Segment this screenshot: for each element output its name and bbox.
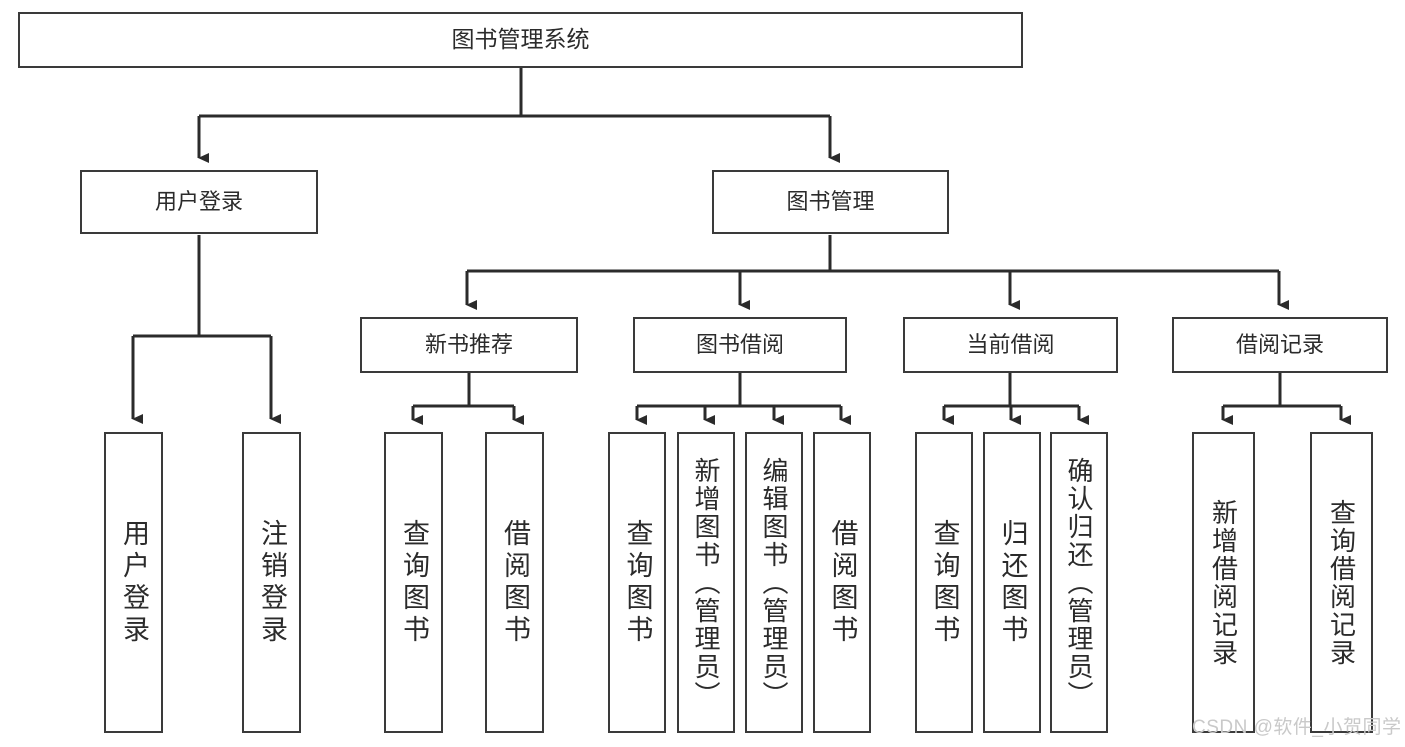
node-user-login[interactable]: 用户登录 <box>80 170 318 234</box>
leaf-borrow-query-book[interactable]: 查询图书 <box>608 432 666 733</box>
leaf-borrow-borrow-book-label: 借阅图书 <box>827 518 858 647</box>
leaf-add-borrow-record[interactable]: 新增借阅记录 <box>1192 432 1255 733</box>
leaf-logout[interactable]: 注销登录 <box>242 432 301 733</box>
leaf-edit-book-admin-label: 编辑图书（管理员） <box>759 456 789 709</box>
leaf-return-book-label: 归还图书 <box>997 518 1028 647</box>
leaf-recommend-query-book-label: 查询图书 <box>399 518 429 647</box>
watermark-text: CSDN @软件_小贺同学 <box>1192 717 1402 738</box>
leaf-confirm-return-admin-label: 确认归还（管理员） <box>1064 456 1094 709</box>
leaf-add-book-admin-label: 新增图书（管理员） <box>691 456 721 709</box>
leaf-return-book[interactable]: 归还图书 <box>983 432 1041 733</box>
node-book-borrow-label: 图书借阅 <box>695 332 784 358</box>
leaf-recommend-borrow-book-label: 借阅图书 <box>500 518 530 647</box>
node-borrow-record[interactable]: 借阅记录 <box>1172 317 1388 373</box>
leaf-recommend-borrow-book[interactable]: 借阅图书 <box>485 432 544 733</box>
leaf-query-borrow-record[interactable]: 查询借阅记录 <box>1310 432 1373 733</box>
node-current-borrow[interactable]: 当前借阅 <box>903 317 1118 373</box>
node-new-book-recommend[interactable]: 新书推荐 <box>360 317 578 373</box>
leaf-current-query-book[interactable]: 查询图书 <box>915 432 973 733</box>
leaf-current-query-book-label: 查询图书 <box>929 518 960 647</box>
node-current-borrow-label: 当前借阅 <box>966 332 1055 358</box>
node-new-book-recommend-label: 新书推荐 <box>424 332 513 358</box>
node-book-management-label: 图书管理 <box>786 189 875 215</box>
leaf-borrow-borrow-book[interactable]: 借阅图书 <box>813 432 871 733</box>
node-book-management[interactable]: 图书管理 <box>712 170 949 234</box>
leaf-confirm-return-admin[interactable]: 确认归还（管理员） <box>1050 432 1108 733</box>
leaf-add-book-admin[interactable]: 新增图书（管理员） <box>677 432 735 733</box>
leaf-edit-book-admin[interactable]: 编辑图书（管理员） <box>745 432 803 733</box>
leaf-user-login-label: 用户登录 <box>119 518 149 647</box>
node-book-borrow[interactable]: 图书借阅 <box>633 317 847 373</box>
leaf-add-borrow-record-label: 新增借阅记录 <box>1208 498 1239 667</box>
leaf-logout-label: 注销登录 <box>257 518 287 647</box>
leaf-user-login[interactable]: 用户登录 <box>104 432 163 733</box>
node-root-label: 图书管理系统 <box>451 26 590 53</box>
node-borrow-record-label: 借阅记录 <box>1235 332 1324 358</box>
leaf-query-borrow-record-label: 查询借阅记录 <box>1326 498 1357 667</box>
node-root[interactable]: 图书管理系统 <box>18 12 1023 68</box>
leaf-borrow-query-book-label: 查询图书 <box>622 518 653 647</box>
leaf-recommend-query-book[interactable]: 查询图书 <box>384 432 443 733</box>
node-user-login-label: 用户登录 <box>154 189 243 215</box>
